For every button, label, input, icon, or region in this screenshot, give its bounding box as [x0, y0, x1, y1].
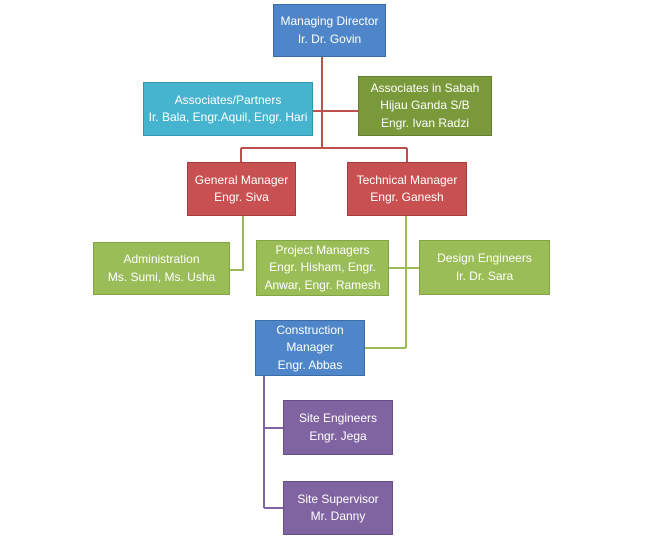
construction-manager-name: Engr. Abbas	[277, 357, 343, 372]
site-supervisor-title: Site Supervisor	[297, 491, 379, 506]
general-manager-name: Engr. Siva	[214, 190, 269, 204]
administration-names: Ms. Sumi, Ms. Usha	[107, 269, 216, 284]
general-manager-title: General Manager	[194, 172, 289, 187]
construction-manager-box: Construction Manager Engr. Abbas	[255, 320, 365, 376]
technical-manager-box: Technical Manager Engr. Ganesh	[347, 162, 467, 216]
managing-director-name: Ir. Dr. Govin	[297, 31, 362, 46]
project-managers-box: Project Managers Engr. Hisham, Engr. Anw…	[256, 240, 389, 296]
site-supervisor-name: Mr. Danny	[310, 509, 366, 523]
connector-administration	[230, 216, 244, 271]
administration-title: Administration	[123, 252, 200, 267]
design-engineers-box: Design Engineers Ir. Dr. Sara	[419, 240, 550, 295]
general-manager-box: General Manager Engr. Siva	[187, 162, 296, 216]
design-engineers-title: Design Engineers	[437, 251, 532, 266]
associates-partners-names: Ir. Bala, Engr.Aquil, Engr. Hari	[148, 110, 308, 124]
site-engineers-box: Site Engineers Engr. Jega	[283, 400, 393, 455]
design-engineers-name: Ir. Dr. Sara	[455, 268, 514, 283]
associates-sabah-company: Hijau Ganda S/B	[380, 98, 470, 113]
managing-director-box: Managing Director Ir. Dr. Govin	[273, 4, 386, 57]
site-engineers-title: Site Engineers	[298, 411, 378, 426]
project-managers-title: Project Managers	[275, 242, 370, 257]
green-connectors	[230, 216, 419, 349]
associates-partners-box: Associates/Partners Ir. Bala, Engr.Aquil…	[143, 82, 313, 136]
project-managers-names-line1: Engr. Hisham, Engr.	[269, 260, 376, 275]
associates-sabah-name: Engr. Ivan Radzi	[380, 115, 470, 130]
construction-manager-title-line1: Construction	[276, 322, 344, 337]
purple-connectors	[263, 376, 283, 509]
technical-manager-name: Engr. Ganesh	[370, 190, 444, 204]
associates-sabah-title: Associates in Sabah	[370, 80, 480, 95]
managing-director-title: Managing Director	[280, 14, 379, 29]
technical-manager-title: Technical Manager	[356, 172, 458, 187]
administration-box: Administration Ms. Sumi, Ms. Usha	[93, 242, 230, 295]
site-engineers-name: Engr. Jega	[309, 428, 367, 443]
red-connectors	[240, 57, 408, 162]
site-supervisor-box: Site Supervisor Mr. Danny	[283, 481, 393, 535]
associates-sabah-box: Associates in Sabah Hijau Ganda S/B Engr…	[358, 76, 492, 136]
project-managers-names-line2: Anwar, Engr. Ramesh	[264, 277, 381, 292]
associates-partners-title: Associates/Partners	[174, 92, 282, 107]
construction-manager-title-line2: Manager	[286, 340, 334, 355]
